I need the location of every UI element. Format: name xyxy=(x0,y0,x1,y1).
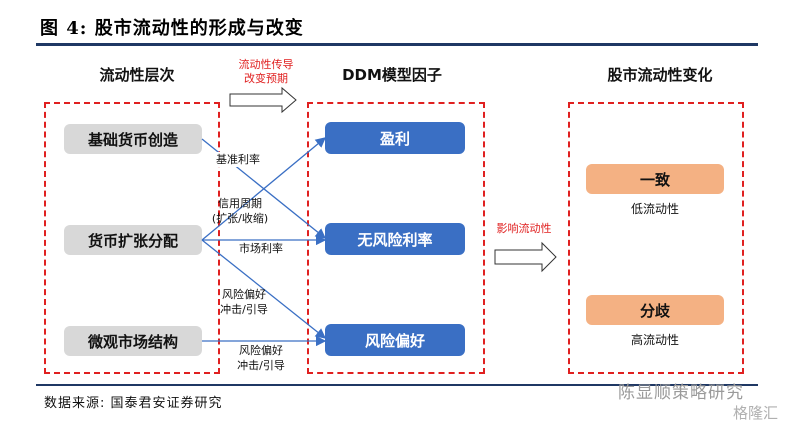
caption-low-liquidity: 低流动性 xyxy=(630,202,679,216)
transmission-note-line1: 流动性传导 xyxy=(238,58,294,71)
box-divergence: 分歧 xyxy=(586,295,724,325)
label-risk-shock-2-line2: 冲击/引导 xyxy=(237,359,285,372)
column-head-middle: DDM模型因子 xyxy=(342,66,442,84)
box-earnings: 盈利 xyxy=(325,122,465,154)
box-consensus: 一致 xyxy=(586,164,724,194)
label-risk-shock-2-line1: 风险偏好 xyxy=(239,344,283,357)
title-rule xyxy=(36,43,758,46)
caption-high-liquidity: 高流动性 xyxy=(630,333,679,347)
transmission-arrow xyxy=(229,86,297,114)
label-credit-cycle-line2: (扩张/收缩) xyxy=(211,212,269,225)
box-risk-free-rate: 无风险利率 xyxy=(325,223,465,255)
left-group-frame xyxy=(44,102,220,374)
box-risk-appetite: 风险偏好 xyxy=(325,324,465,356)
middle-group-frame xyxy=(307,102,485,374)
label-risk-shock-1-line2: 冲击/引导 xyxy=(220,303,268,316)
bottom-rule xyxy=(36,384,758,386)
source-note: 数据来源: 国泰君安证券研究 xyxy=(44,396,223,411)
label-benchmark-rate: 基准利率 xyxy=(208,152,268,167)
box-money-expansion: 货币扩张分配 xyxy=(64,225,202,255)
box-base-money-creation: 基础货币创造 xyxy=(64,124,202,154)
column-head-left: 流动性层次 xyxy=(99,66,175,84)
transmission-note: 流动性传导 改变预期 xyxy=(228,58,304,86)
transmission-note-line2: 改变预期 xyxy=(244,72,288,85)
watermark: 陈显顺策略研究 xyxy=(618,383,744,403)
edge-expansion-to-appetite xyxy=(201,239,327,339)
edge-expansion-to-earnings xyxy=(201,137,327,241)
watermark-secondary: 格隆汇 xyxy=(733,404,779,422)
label-market-rate: 市场利率 xyxy=(239,242,283,255)
impact-arrow xyxy=(494,241,557,273)
label-credit-cycle: 信用周期 (扩张/收缩) xyxy=(200,196,280,226)
label-risk-shock-2: 风险偏好 冲击/引导 xyxy=(228,343,294,373)
impact-note: 影响流动性 xyxy=(496,222,552,235)
figure-title: 图 4: 股市流动性的形成与改变 xyxy=(40,18,304,39)
label-credit-cycle-line1: 信用周期 xyxy=(218,197,262,210)
column-head-right: 股市流动性变化 xyxy=(607,66,713,84)
box-market-structure: 微观市场结构 xyxy=(64,326,202,356)
label-risk-shock-1-line1: 风险偏好 xyxy=(222,288,266,301)
label-risk-shock-1: 风险偏好 冲击/引导 xyxy=(212,287,276,317)
right-group-frame xyxy=(568,102,744,374)
